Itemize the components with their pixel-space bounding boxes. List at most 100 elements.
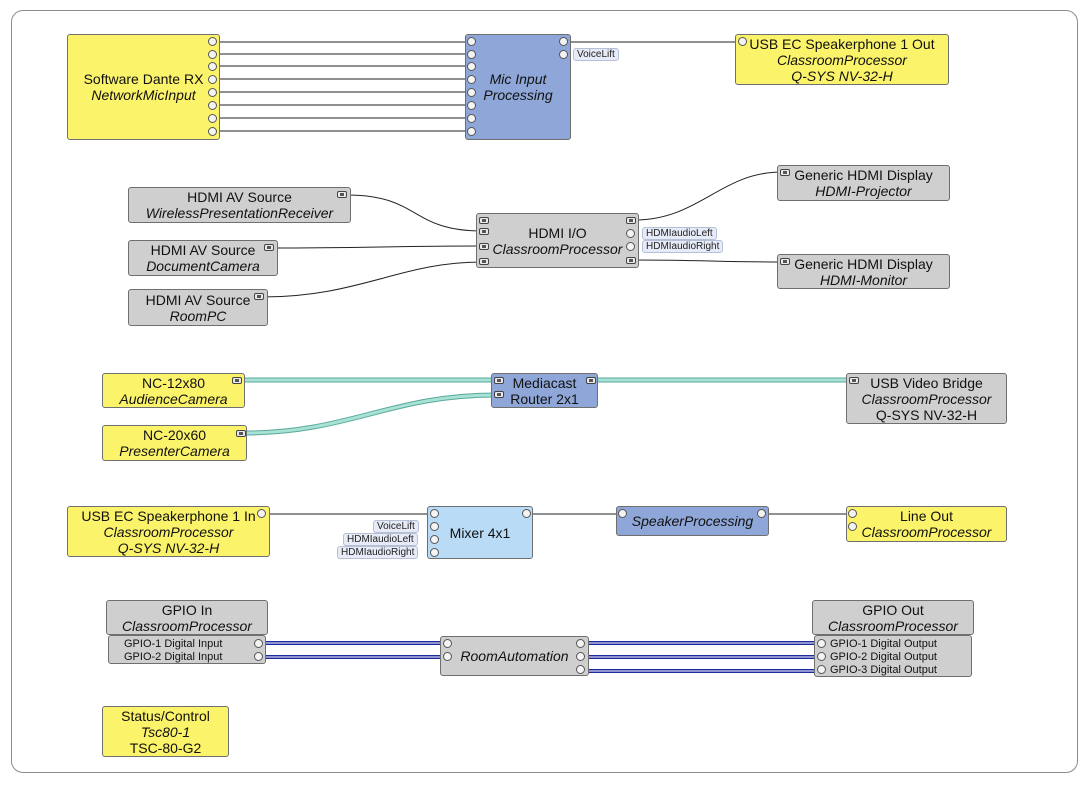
dante-rx-block[interactable]: Software Dante RX NetworkMicInput [67,34,220,140]
video-output-pin[interactable] [232,377,242,384]
signal-tag: VoiceLift [573,48,619,61]
hdmi-output-pin[interactable] [264,244,274,251]
input-pin[interactable] [618,509,627,518]
hdmi-to-projector-wire [633,171,783,221]
hdmi-input-pin[interactable] [479,243,489,250]
gpio-in-header[interactable]: GPIO In ClassroomProcessor [106,600,268,635]
dante-to-mic-wires [219,41,467,132]
video-input-pin[interactable] [494,377,504,384]
input-pin[interactable] [467,37,476,46]
block-subtitle: ClassroomProcessor [122,617,252,634]
input-pin[interactable] [430,509,439,518]
mixer-block[interactable]: Mixer 4x1 [427,506,533,559]
nc20-camera-block[interactable]: NC-20x60 PresenterCamera [102,425,247,461]
hdmi-display-projector-block[interactable]: Generic HDMI Display HDMI-Projector [777,165,950,201]
input-pin[interactable] [430,522,439,531]
gpio-out-pins[interactable]: GPIO-1 Digital Output GPIO-2 Digital Out… [814,635,972,677]
control-output-pin[interactable] [576,652,585,661]
audio-output-pin[interactable] [626,242,635,251]
control-input-pin[interactable] [443,639,452,648]
control-output-pin[interactable] [254,652,263,661]
output-pin[interactable] [208,62,217,71]
usb-video-bridge-block[interactable]: USB Video Bridge ClassroomProcessor Q-SY… [846,373,1007,424]
signal-tag: VoiceLift [373,520,419,533]
input-pin[interactable] [467,75,476,84]
hdmi-source-wireless-block[interactable]: HDMI AV Source WirelessPresentationRecei… [128,187,351,223]
output-pin[interactable] [208,37,217,46]
output-pin[interactable] [208,75,217,84]
mic-input-block[interactable]: Mic Input Processing [465,34,571,140]
hdmi-input-pin[interactable] [780,169,790,176]
hdmi-input-pin[interactable] [479,228,489,235]
input-pin[interactable] [467,101,476,110]
gpio-out-header[interactable]: GPIO Out ClassroomProcessor [812,600,974,635]
usb-ec-out-block[interactable]: USB EC Speakerphone 1 Out ClassroomProce… [735,34,949,85]
control-wires [260,641,820,673]
hdmi-input-pin[interactable] [780,258,790,265]
control-input-pin[interactable] [817,652,826,661]
input-pin[interactable] [467,88,476,97]
block-subtitle: ClassroomProcessor [777,51,907,68]
block-title: HDMI AV Source [187,189,292,205]
input-pin[interactable] [430,548,439,557]
audio-output-pin[interactable] [626,229,635,238]
room-automation-block[interactable]: RoomAutomation [440,636,589,676]
input-pin[interactable] [738,37,747,46]
output-pin[interactable] [208,50,217,59]
output-pin[interactable] [257,509,266,518]
block-title: NC-20x60 [142,427,207,443]
output-pin[interactable] [208,114,217,123]
hdmi-source-pc-block[interactable]: HDMI AV Source RoomPC [128,289,268,326]
gpio-in-pins[interactable]: GPIO-1 Digital Input GPIO-2 Digital Inpu… [108,635,266,664]
video-output-pin[interactable] [236,430,246,437]
hdmi-source-doc-block[interactable]: HDMI AV Source DocumentCamera [128,240,278,276]
output-pin[interactable] [559,50,568,59]
control-output-pin[interactable] [576,665,585,674]
wireless-to-hdmi-wire [346,194,483,232]
output-pin[interactable] [757,509,766,518]
block-subtitle: HDMI-Monitor [819,271,908,288]
control-output-pin[interactable] [254,639,263,648]
nc12-camera-block[interactable]: NC-12x80 AudienceCamera [102,373,245,408]
video-input-pin[interactable] [494,391,504,398]
hdmi-input-pin[interactable] [479,258,489,265]
hdmi-io-block[interactable]: HDMI I/O ClassroomProcessor [476,213,639,268]
input-pin[interactable] [467,114,476,123]
hdmi-input-pin[interactable] [479,217,489,224]
input-pin[interactable] [467,127,476,136]
hdmi-output-pin[interactable] [254,293,264,300]
output-pin[interactable] [559,37,568,46]
control-output-pin[interactable] [576,639,585,648]
block-subtitle: Processing [483,87,553,103]
block-subtitle: RoomPC [169,307,227,324]
block-subtitle: HDMI-Projector [815,183,912,199]
output-pin[interactable] [208,127,217,136]
usb-ec-in-block[interactable]: USB EC Speakerphone 1 In ClassroomProces… [67,506,270,557]
mediacast-router-block[interactable]: Mediacast Router 2x1 [491,373,598,408]
hdmi-output-pin[interactable] [626,217,636,224]
block-subtitle: ClassroomProcessor [103,523,234,540]
input-pin[interactable] [430,535,439,544]
input-pin[interactable] [467,62,476,71]
video-output-pin[interactable] [586,377,596,384]
control-input-pin[interactable] [443,652,452,661]
hdmi-output-pin[interactable] [337,191,347,198]
block-title: Line Out [900,508,953,524]
output-pin[interactable] [208,101,217,110]
speaker-processing-block[interactable]: SpeakerProcessing [616,506,769,536]
output-pin[interactable] [522,509,531,518]
input-pin[interactable] [848,509,857,518]
control-input-pin[interactable] [817,639,826,648]
hdmi-display-monitor-block[interactable]: Generic HDMI Display HDMI-Monitor [777,254,950,289]
hdmi-output-pin[interactable] [626,257,636,264]
output-pin[interactable] [208,88,217,97]
control-input-pin[interactable] [817,665,826,674]
status-control-block[interactable]: Status/Control Tsc80-1 TSC-80-G2 [102,706,229,757]
input-pin[interactable] [848,522,857,531]
input-pin[interactable] [467,50,476,59]
line-out-block[interactable]: Line Out ClassroomProcessor [846,506,1007,542]
pc-to-hdmi-wire [261,261,483,298]
video-input-pin[interactable] [849,377,859,384]
block-subtitle: WirelessPresentationReceiver [145,205,334,221]
